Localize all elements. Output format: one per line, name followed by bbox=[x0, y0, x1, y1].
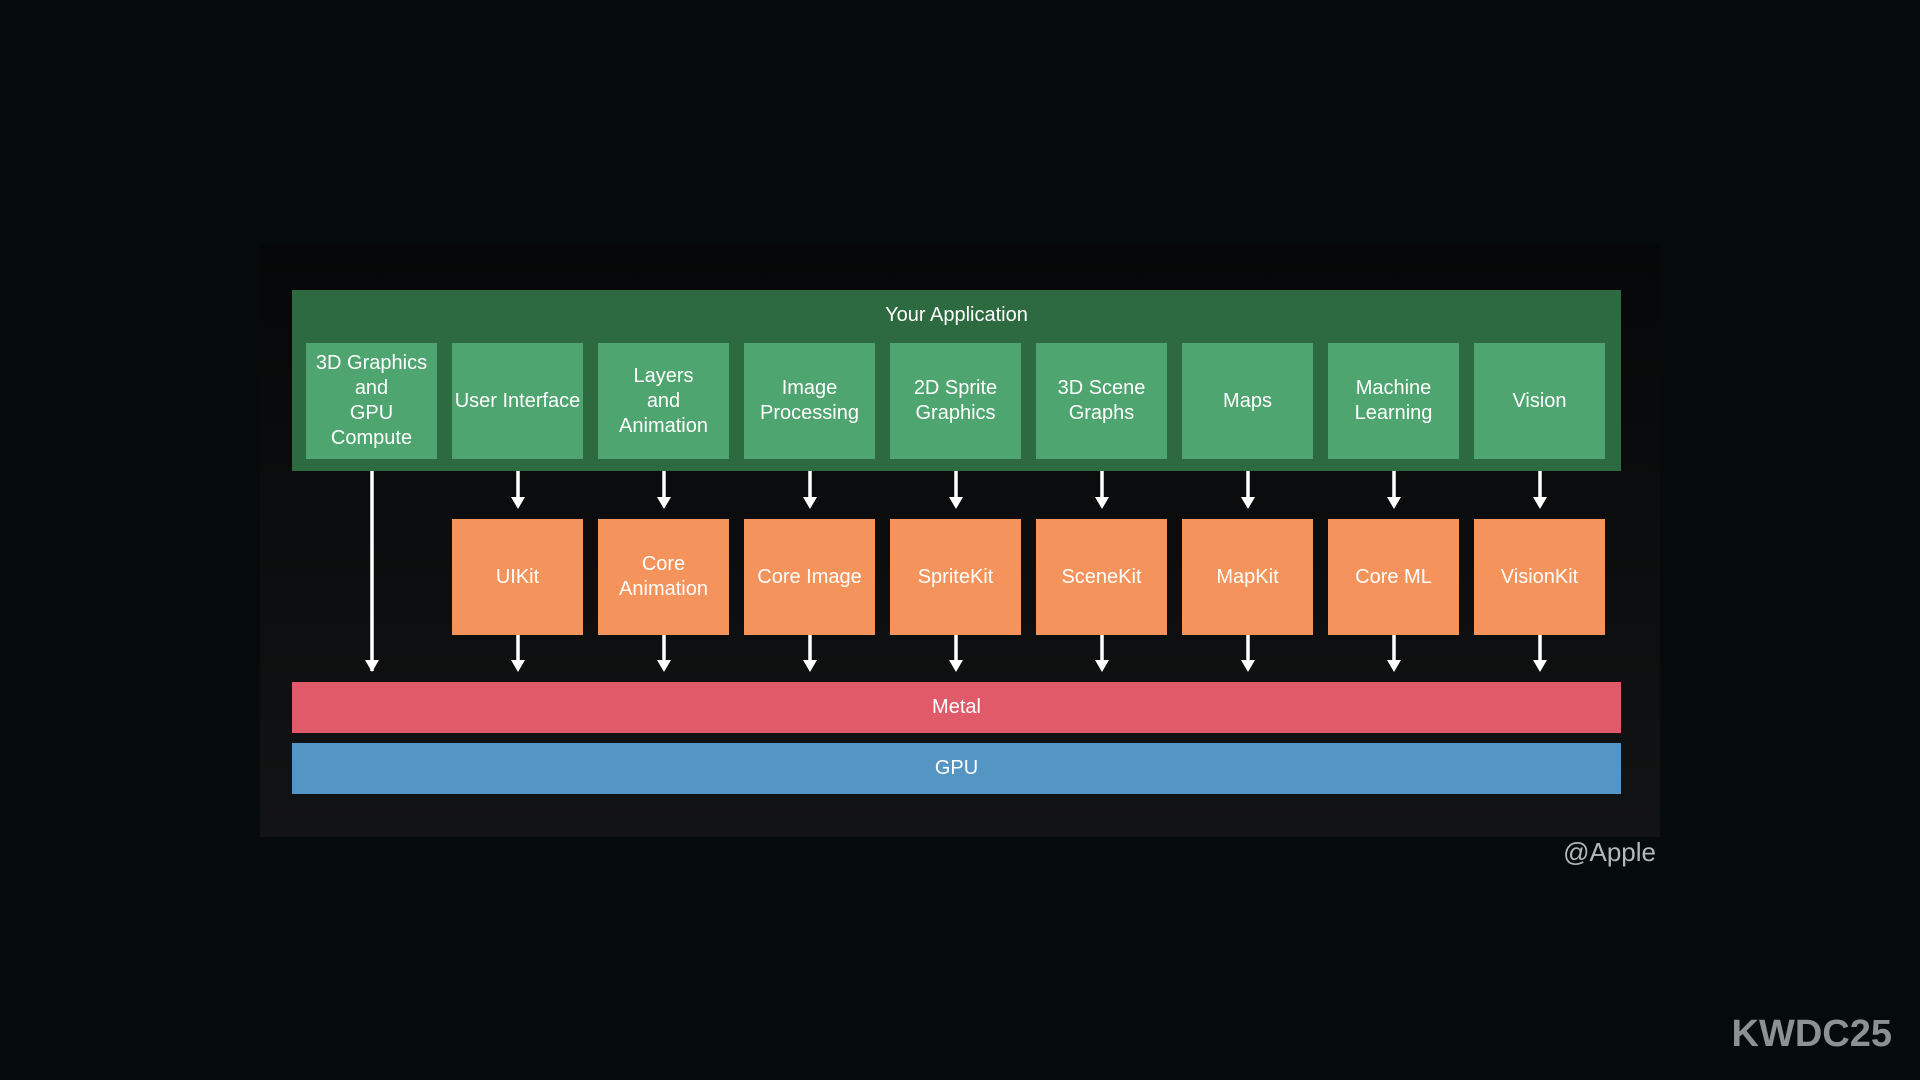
arrowhead-vision-to-visionkit bbox=[1533, 497, 1547, 509]
arrowhead-mapkit-to-metal bbox=[1241, 660, 1255, 672]
arrowhead-sprite-to-spritekit bbox=[949, 497, 963, 509]
component-3d-graphics-gpu-compute: 3D Graphics and GPU Compute bbox=[306, 343, 437, 459]
arrowhead-scene-to-scenekit bbox=[1095, 497, 1109, 509]
arrowhead-visionkit-to-metal bbox=[1533, 660, 1547, 672]
framework-core-ml: Core ML bbox=[1328, 519, 1459, 635]
arrowhead-core-image-to-metal bbox=[803, 660, 817, 672]
component-vision: Vision bbox=[1474, 343, 1605, 459]
arrowhead-core-animation-to-metal bbox=[657, 660, 671, 672]
framework-core-image: Core Image bbox=[744, 519, 875, 635]
arrowhead-maps-to-mapkit bbox=[1241, 497, 1255, 509]
arrowhead-ml-to-core-ml bbox=[1387, 497, 1401, 509]
brand-watermark: KWDC25 bbox=[1731, 1013, 1892, 1055]
component-layers-animation: Layers and Animation bbox=[598, 343, 729, 459]
framework-visionkit: VisionKit bbox=[1474, 519, 1605, 635]
arrowhead-layers-to-core-animation bbox=[657, 497, 671, 509]
component-image-processing: Image Processing bbox=[744, 343, 875, 459]
gpu-layer: GPU bbox=[292, 743, 1621, 794]
source-credit: @Apple bbox=[1563, 837, 1656, 867]
metal-layer: Metal bbox=[292, 682, 1621, 733]
component-machine-learning: Machine Learning bbox=[1328, 343, 1459, 459]
component-3d-scene-graphs: 3D Scene Graphs bbox=[1036, 343, 1167, 459]
component-2d-sprite-graphics: 2D Sprite Graphics bbox=[890, 343, 1021, 459]
application-title: Your Application bbox=[885, 304, 1028, 326]
arrowhead-gpu-compute bbox=[365, 660, 379, 672]
framework-uikit: UIKit bbox=[452, 519, 583, 635]
arrowhead-spritekit-to-metal bbox=[949, 660, 963, 672]
framework-core-animation: Core Animation bbox=[598, 519, 729, 635]
component-user-interface: User Interface bbox=[452, 343, 583, 459]
framework-mapkit: MapKit bbox=[1182, 519, 1313, 635]
arrowhead-ui-to-uikit bbox=[511, 497, 525, 509]
arrowhead-core-ml-to-metal bbox=[1387, 660, 1401, 672]
component-maps: Maps bbox=[1182, 343, 1313, 459]
arrowhead-image-to-core-image bbox=[803, 497, 817, 509]
framework-scenekit: SceneKit bbox=[1036, 519, 1167, 635]
arrowhead-uikit-to-metal bbox=[511, 660, 525, 672]
arrowhead-scenekit-to-metal bbox=[1095, 660, 1109, 672]
framework-spritekit: SpriteKit bbox=[890, 519, 1021, 635]
